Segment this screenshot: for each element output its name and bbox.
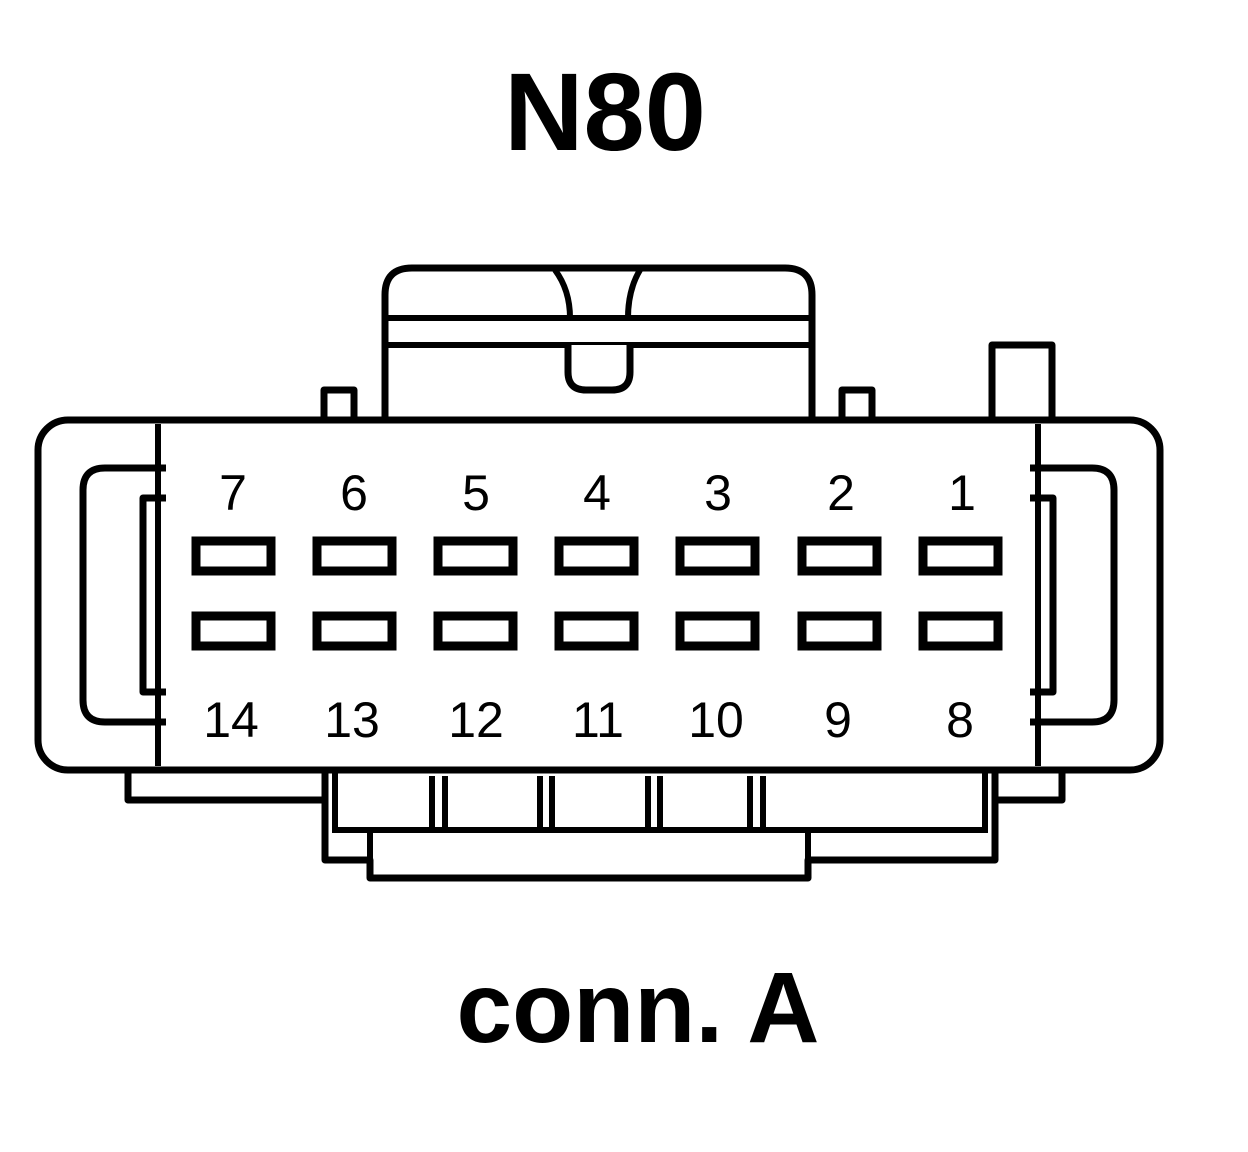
pin-label: 2: [827, 465, 855, 521]
pin-label: 7: [219, 465, 247, 521]
pin-cavity: [797, 536, 882, 576]
pin-cavity: [918, 536, 1003, 576]
pin-label: 6: [340, 465, 368, 521]
pin-cavity: [312, 611, 397, 651]
connector-bottom-housing: [124, 766, 1066, 882]
pin-cavity: [918, 611, 1003, 651]
pin-cavity: [554, 536, 639, 576]
pin-label: 5: [462, 465, 490, 521]
pin-label: 4: [583, 465, 611, 521]
pin-cavity: [191, 611, 276, 651]
pin-label: 1: [948, 465, 976, 521]
pin-label: 10: [688, 692, 744, 748]
pin-label: 3: [704, 465, 732, 521]
connector-top-latch: [381, 264, 816, 424]
pin-cavity: [554, 611, 639, 651]
pin-label: 12: [448, 692, 504, 748]
diagram-subtitle: conn. A: [457, 952, 820, 1064]
pin-cavity: [675, 611, 760, 651]
pin-grid: 7 6 5 4 3 2 1 14 13 12 11 10 9 8: [191, 465, 1003, 748]
pin-label: 11: [572, 692, 624, 748]
connector-main-body: [34, 416, 1164, 774]
pin-label: 14: [203, 692, 259, 748]
pin-cavity: [675, 536, 760, 576]
pin-cavity: [797, 611, 882, 651]
pin-label: 13: [324, 692, 380, 748]
pin-cavity: [312, 536, 397, 576]
pin-label: 8: [946, 692, 974, 748]
pin-cavity: [433, 611, 518, 651]
diagram-title: N80: [504, 51, 706, 174]
pin-label: 9: [824, 692, 852, 748]
pin-cavity: [433, 536, 518, 576]
pin-cavity: [191, 536, 276, 576]
